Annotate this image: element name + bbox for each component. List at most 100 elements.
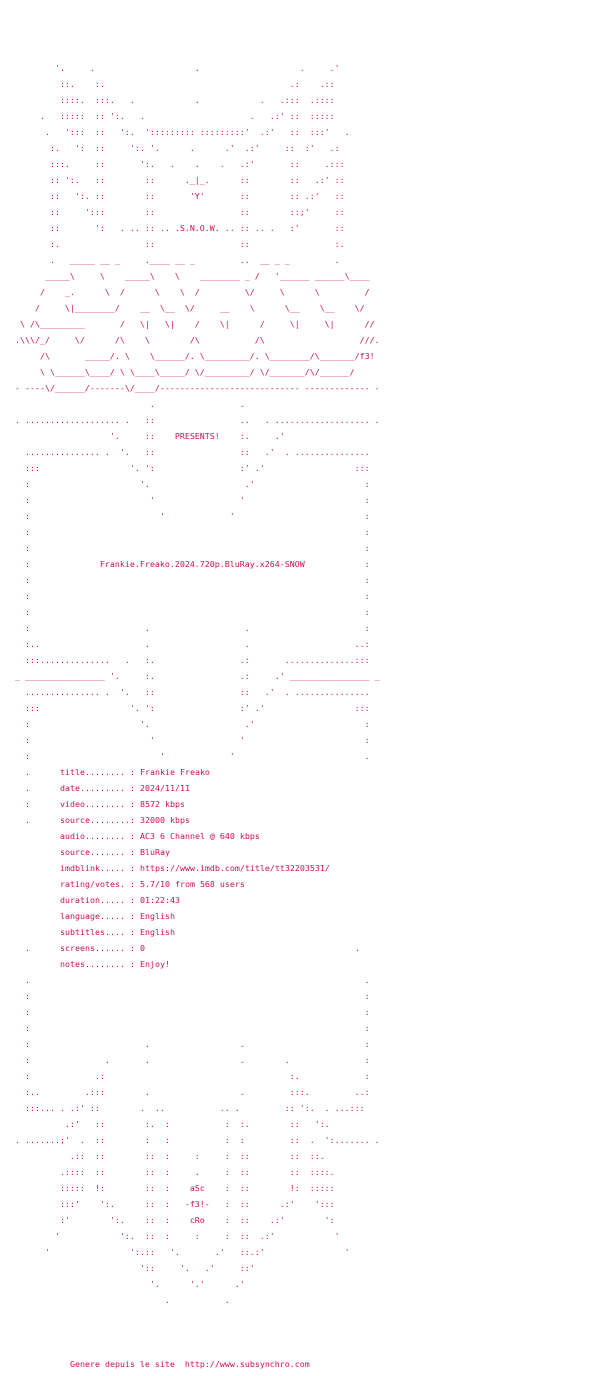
ascii-art-line: :.. . . ..:: [0, 639, 370, 649]
ascii-art-line: ............... . '. :: :: .' . ........…: [0, 447, 370, 457]
ascii-art-line: _ ________________ '. :. .: .' _________…: [0, 671, 380, 681]
ascii-art-line: .:' :: :. : : :. :: ':.: [0, 1119, 330, 1129]
ascii-art-line: ' ':.:: '. .' ::.:' ': [0, 1247, 350, 1257]
info-value: 8572 kbps: [140, 799, 185, 809]
info-label: notes........: [60, 959, 125, 969]
ascii-art-line: ' ':. :: : : : :: .:' ': [0, 1231, 340, 1241]
ascii-art-line: '. :: PRESENTS! :. .': [0, 431, 285, 441]
ascii-art-line: '. '.' .': [0, 1279, 245, 1289]
info-value: English: [140, 927, 175, 937]
footer-credit: Genere depuis le site http://www.subsync…: [0, 1356, 608, 1372]
art-marker: .: [25, 815, 30, 825]
ascii-art-line: : . . :: [0, 1039, 370, 1049]
ascii-art-line: [0, 1308, 608, 1324]
ascii-art-line: . _____ __ _ .____ __ _ .. __ _ _ .: [0, 255, 340, 265]
info-row: .title........:Frankie Freako: [0, 764, 608, 780]
info-label: duration.....: [60, 895, 125, 905]
info-value: 32000 kbps: [140, 815, 190, 825]
ascii-art-line: [0, 1324, 608, 1340]
ascii-art-line: ::::. :::. . . . .::: .::::: [0, 95, 335, 105]
ascii-art-line: ':: '. .' ::': [0, 1263, 255, 1273]
ascii-art-line: :. ': :: ':. '. . .' .:' :: :' .:: [0, 143, 340, 153]
art-marker: .: [25, 783, 30, 793]
ascii-art-line: :. :: :: :.: [0, 239, 345, 249]
art-marker: :: [25, 799, 30, 809]
info-label: imdblink.....: [60, 863, 125, 873]
release-info: .title........:Frankie Freako. date......…: [0, 764, 608, 972]
info-value[interactable]: https://www.imdb.com/title/tt32203531/: [140, 863, 330, 873]
ascii-art-line: . ::::: :: ':. . . .:' :: :::::: [0, 111, 335, 121]
ascii-art-line: ::: '. ': :' .' :::: [0, 463, 370, 473]
ascii-art-line: . .: [0, 1295, 230, 1305]
ascii-art-line: - ----\/______/-------\/____/-----------…: [0, 383, 380, 393]
ascii-art-line: / _. \ / \ \ / \/ \ \ /: [0, 287, 370, 297]
ascii-art-line: : :: [0, 543, 370, 553]
ascii-art-line: :' ':. :: : cRo : :: .:' ':: [0, 1215, 335, 1225]
info-separator: :: [130, 863, 135, 873]
ascii-art-line: . .: [0, 399, 245, 409]
ascii-art-line: ............... . '. :: :: .' . ........…: [0, 687, 370, 697]
info-separator: :: [130, 911, 135, 921]
info-row: imdblink.....: https://www.imdb.com/title…: [0, 860, 608, 876]
ascii-art-line: : Frankie.Freako.2024.720p.BluRay.x264-S…: [0, 559, 370, 569]
ascii-art-line: : :: [0, 527, 370, 537]
ascii-art-line: : ' ' .: [0, 751, 370, 761]
info-separator: :: [130, 879, 135, 889]
art-marker: .: [25, 767, 30, 777]
info-value: 5.7/10 from 568 users: [140, 879, 245, 889]
info-separator: :: [130, 895, 135, 905]
ascii-art-line: : .: :. :: [0, 1071, 370, 1081]
info-label: source.......: [60, 847, 125, 857]
info-separator: :: [130, 783, 135, 793]
ascii-art-line: : '. .' :: [0, 719, 370, 729]
info-label: video........: [60, 799, 125, 809]
ascii-art-line: : :: [0, 991, 370, 1001]
ascii-art-line: : :: [0, 591, 370, 601]
ascii-art-line: \ \______\____/ \ \____\_____/ \/_______…: [0, 367, 355, 377]
info-row: .screens......:0.: [0, 940, 608, 956]
ascii-art-footer: . . : : :: [0, 972, 608, 1356]
ascii-art-line: . ................... . :: .. . ........…: [0, 415, 380, 425]
info-row: rating/votes.:5.7/10 from 568 users: [0, 876, 608, 892]
info-row: .source........:32000 kbps: [0, 812, 608, 828]
info-label: rating/votes.: [60, 879, 125, 889]
ascii-art-line: . '::: :: ':. '::::::::: :::::::::' .:' …: [0, 127, 350, 137]
footer-text: Genere depuis le site: [70, 1359, 185, 1369]
info-separator: :: [130, 847, 135, 857]
subsynchro-link[interactable]: http://www.subsynchro.com: [184, 1359, 310, 1369]
ascii-art-line: : ' ' :: [0, 495, 370, 505]
ascii-art-line: [0, 1340, 608, 1356]
ascii-art-line: :::. :: ':. . . . .:' :: .:::: [0, 159, 345, 169]
ascii-art-line: : '. .' :: [0, 479, 370, 489]
ascii-art-line: .:: :: :: : : : :: :: ::.: [0, 1151, 325, 1161]
ascii-art-line: ::::: !: :: : aSc : :: !: :::::: [0, 1183, 335, 1193]
info-separator: :: [130, 927, 135, 937]
ascii-art-line: :: ':. :: :: ._|_. :: :: .:' ::: [0, 175, 345, 185]
info-separator: :: [130, 799, 135, 809]
info-label: audio........: [60, 831, 125, 841]
ascii-art-line: : ' ' :: [0, 511, 370, 521]
info-value: 01:22:43: [140, 895, 180, 905]
ascii-art-line: :::.............. . :. .: ..............…: [0, 655, 370, 665]
info-label: source........: [60, 815, 130, 825]
info-row: .date.........:2024/11/11: [0, 780, 608, 796]
info-label: screens......: [60, 943, 125, 953]
ascii-art-header: '. . . . .' ::. :. .: .:: ::::. :::. . .…: [0, 60, 608, 764]
info-separator: :: [130, 959, 135, 969]
art-marker: .: [355, 943, 360, 953]
ascii-art-line: :: '::: :: :: ::;' ::: [0, 207, 345, 217]
info-separator: :: [130, 831, 135, 841]
ascii-art-line: '. . . . .': [0, 63, 340, 73]
ascii-art-line: : :: [0, 1007, 370, 1017]
info-value: English: [140, 911, 175, 921]
info-value: 0: [140, 943, 145, 953]
info-row: source.......: BluRay: [0, 844, 608, 860]
ascii-art-line: :::' ':. :: : -f3!- : :: .:' ':::: [0, 1199, 335, 1209]
ascii-art-line: :: ':. :: :: 'Y' :: :: .:' ::: [0, 191, 345, 201]
ascii-art-line: .:::: :: :: : . : :: :: ::::.: [0, 1167, 335, 1177]
info-label: date.........: [60, 783, 125, 793]
info-label: subtitles....: [60, 927, 125, 937]
info-value: BluRay: [140, 847, 170, 857]
info-value: AC3 6 Channel @ 640 kbps: [140, 831, 260, 841]
ascii-art-line: : :: [0, 1023, 370, 1033]
